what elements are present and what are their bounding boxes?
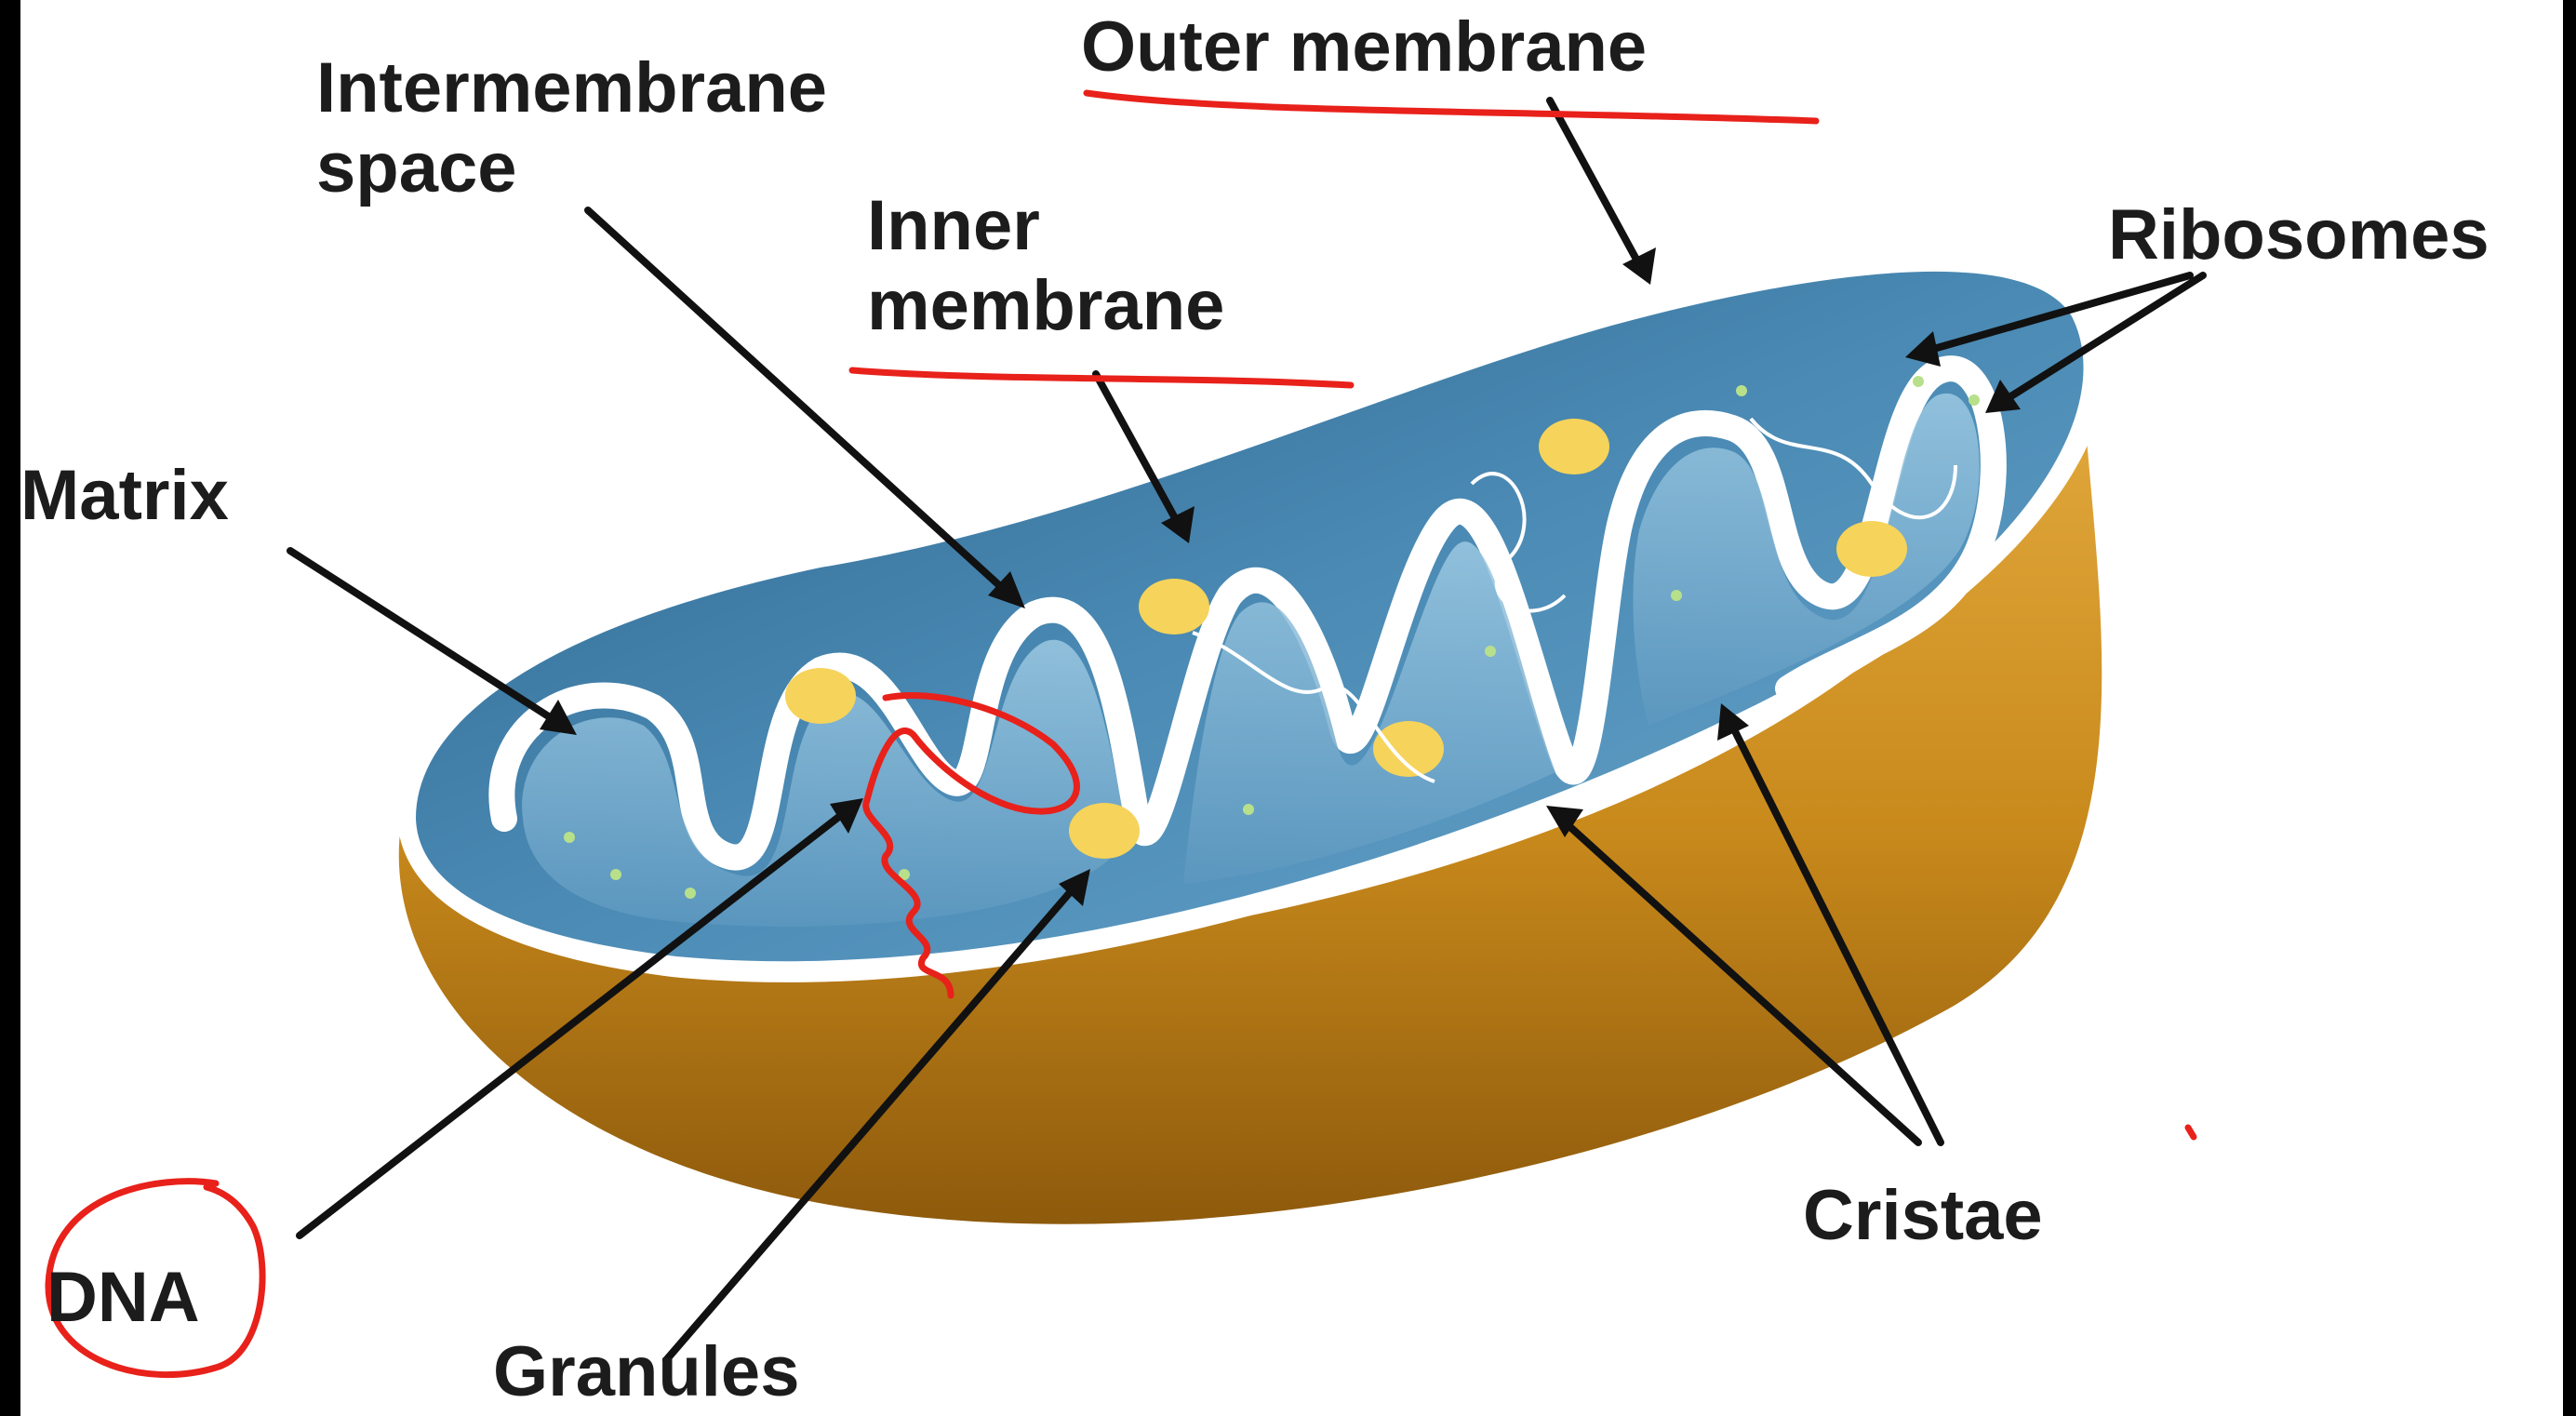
red-tick-mark xyxy=(2188,1128,2194,1137)
ribosome xyxy=(1736,385,1747,396)
granule xyxy=(1373,721,1444,777)
granule xyxy=(1836,521,1907,577)
ribosome xyxy=(1969,394,1980,406)
label-matrix: Matrix xyxy=(20,456,229,536)
granule xyxy=(785,668,856,724)
ribosome xyxy=(685,888,696,899)
label-dna-text: DNA xyxy=(47,1258,200,1337)
ribosome xyxy=(610,869,621,880)
label-dna: DNA xyxy=(47,1258,200,1338)
label-intermembrane-space-line2: space xyxy=(316,128,827,208)
granule xyxy=(1139,579,1209,635)
ribosome xyxy=(564,832,575,843)
label-granules: Granules xyxy=(493,1332,799,1412)
label-ribosomes: Ribosomes xyxy=(2108,195,2489,275)
ribosome xyxy=(1243,804,1254,815)
ribosome xyxy=(1485,646,1496,657)
label-inner-membrane-line1: Inner xyxy=(867,186,1224,266)
label-inner-membrane: Inner membrane xyxy=(867,186,1224,346)
underline-outer-membrane xyxy=(1087,93,1816,121)
label-outer-membrane-text: Outer membrane xyxy=(1081,7,1647,87)
label-outer-membrane: Outer membrane xyxy=(1081,7,1647,87)
ribosome xyxy=(1671,590,1682,601)
label-intermembrane-space: Intermembrane space xyxy=(316,48,827,208)
arrowhead xyxy=(1622,247,1656,285)
arrow-matrix xyxy=(290,551,560,724)
label-intermembrane-space-line1: Intermembrane xyxy=(316,48,827,128)
granule xyxy=(1539,419,1609,474)
granule xyxy=(1069,803,1140,859)
label-cristae: Cristae xyxy=(1803,1176,2043,1256)
arrow-outer-membrane xyxy=(1550,100,1641,268)
ribosome xyxy=(1913,376,1924,387)
label-matrix-text: Matrix xyxy=(20,456,229,535)
label-cristae-text: Cristae xyxy=(1803,1176,2043,1255)
diagram-canvas: Intermembrane space Outer membrane Inner… xyxy=(20,0,2563,1416)
label-granules-text: Granules xyxy=(493,1332,799,1411)
label-inner-membrane-line2: membrane xyxy=(867,266,1224,346)
label-ribosomes-text: Ribosomes xyxy=(2108,195,2489,274)
